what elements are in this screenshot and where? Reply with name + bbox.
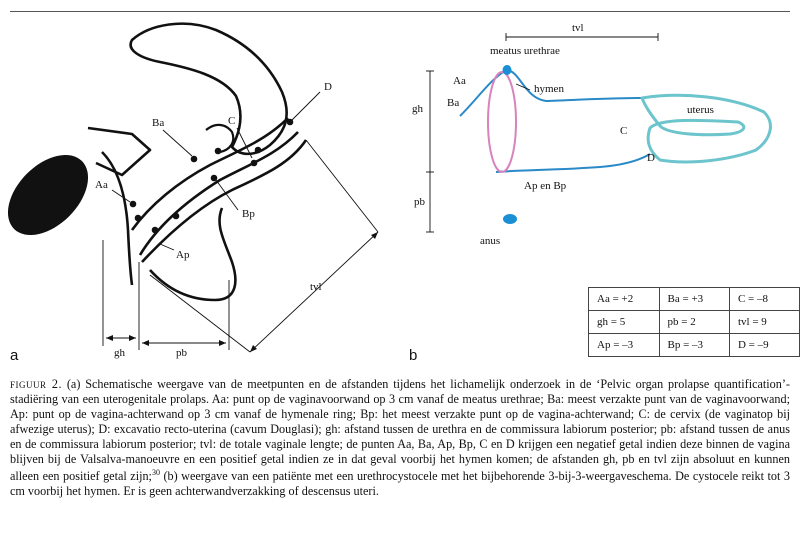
label-anus: anus [480, 235, 500, 247]
label-pb-b: pb [414, 196, 426, 208]
uterus-outline [205, 123, 235, 154]
panel-label-a: a [10, 347, 19, 364]
label-gh: gh [114, 347, 126, 359]
point-ap [151, 226, 159, 234]
grid-cell: Bp = –3 [658, 333, 730, 357]
grid-cell: C = –8 [728, 287, 800, 311]
label-c-b: C [620, 125, 627, 137]
label-uterus: uterus [687, 104, 714, 116]
point-aa [129, 200, 137, 208]
grid-cell: tvl = 9 [728, 310, 800, 334]
measurement-lines [102, 91, 379, 353]
meatus-urethrae-dot [502, 65, 512, 75]
label-ap: Ap [176, 249, 190, 261]
label-ba-b: Ba [447, 97, 459, 109]
grid-cell: D = –9 [728, 333, 800, 357]
caption-reference: 30 [151, 468, 160, 478]
label-aa-b: Aa [453, 75, 466, 87]
label-d-b: D [647, 152, 655, 164]
label-aa: Aa [95, 179, 108, 191]
point-d [286, 118, 294, 126]
caption-text-continued: (b) weergave van een patiënte met een ur… [10, 469, 790, 499]
figure-caption: figuur 2. (a) Schematische weergave van … [10, 377, 790, 499]
tvl-bracket [505, 33, 659, 41]
panel-b-leader-lines [515, 83, 531, 91]
label-meatus: meatus urethrae [490, 45, 560, 57]
gh-pb-brackets [426, 70, 434, 233]
panel-label-b: b [409, 347, 417, 364]
grid-cell: Ba = +3 [658, 287, 730, 311]
panel-a-drawing [7, 22, 379, 353]
perineum-outline [149, 207, 237, 302]
bladder-outline [129, 22, 288, 156]
rectum-shape [7, 154, 89, 236]
figure: Aa Ba C D Ap Bp gh pb tvl a tvl meatus u… [7, 22, 772, 364]
urethra-anterior-wall [101, 151, 134, 286]
uterus-shape [640, 93, 772, 164]
grid-cell: gh = 5 [588, 310, 660, 334]
label-c: C [228, 115, 235, 127]
label-tvl-b: tvl [572, 22, 584, 34]
label-hymen: hymen [534, 83, 564, 95]
caption-text: (a) Schematische weergave van de meetpun… [10, 377, 790, 484]
label-d: D [324, 81, 332, 93]
pop-q-grid: Aa = +2 Ba = +3 C = –8 gh = 5 pb = 2 tvl… [588, 287, 800, 357]
grid-row: Aa = +2 Ba = +3 C = –8 [588, 287, 800, 311]
grid-row: Ap = –3 Bp = –3 D = –9 [588, 333, 800, 357]
point-ba [190, 155, 198, 163]
label-pb: pb [176, 347, 188, 359]
panel-a-leader-lines [111, 127, 253, 251]
label-ba: Ba [152, 117, 164, 129]
vagina-anterior-line [459, 69, 643, 117]
caption-label: figuur 2. [10, 377, 62, 391]
point-c [250, 159, 258, 167]
grid-cell: pb = 2 [658, 310, 730, 334]
pubic-outline [87, 126, 152, 177]
vagina-anterior-wall [130, 117, 289, 231]
measurement-points [129, 118, 294, 234]
panel-b-drawing [426, 33, 772, 233]
label-bp: Bp [242, 208, 255, 220]
grid-row: gh = 5 pb = 2 tvl = 9 [588, 310, 800, 334]
top-rule [10, 11, 790, 12]
vagina-posterior-line [495, 153, 651, 173]
anus-dot [503, 214, 517, 224]
vagina-posterior-wall [141, 139, 308, 263]
point-bp [210, 174, 218, 182]
vagina-middle-wall [138, 131, 299, 256]
label-tvl: tvl [310, 281, 322, 293]
label-gh-b: gh [412, 103, 424, 115]
label-apbp-b: Ap en Bp [524, 180, 567, 192]
arrowheads [106, 232, 378, 352]
grid-cell: Ap = –3 [588, 333, 660, 357]
hymen-ring [487, 71, 517, 173]
grid-cell: Aa = +2 [588, 287, 660, 311]
